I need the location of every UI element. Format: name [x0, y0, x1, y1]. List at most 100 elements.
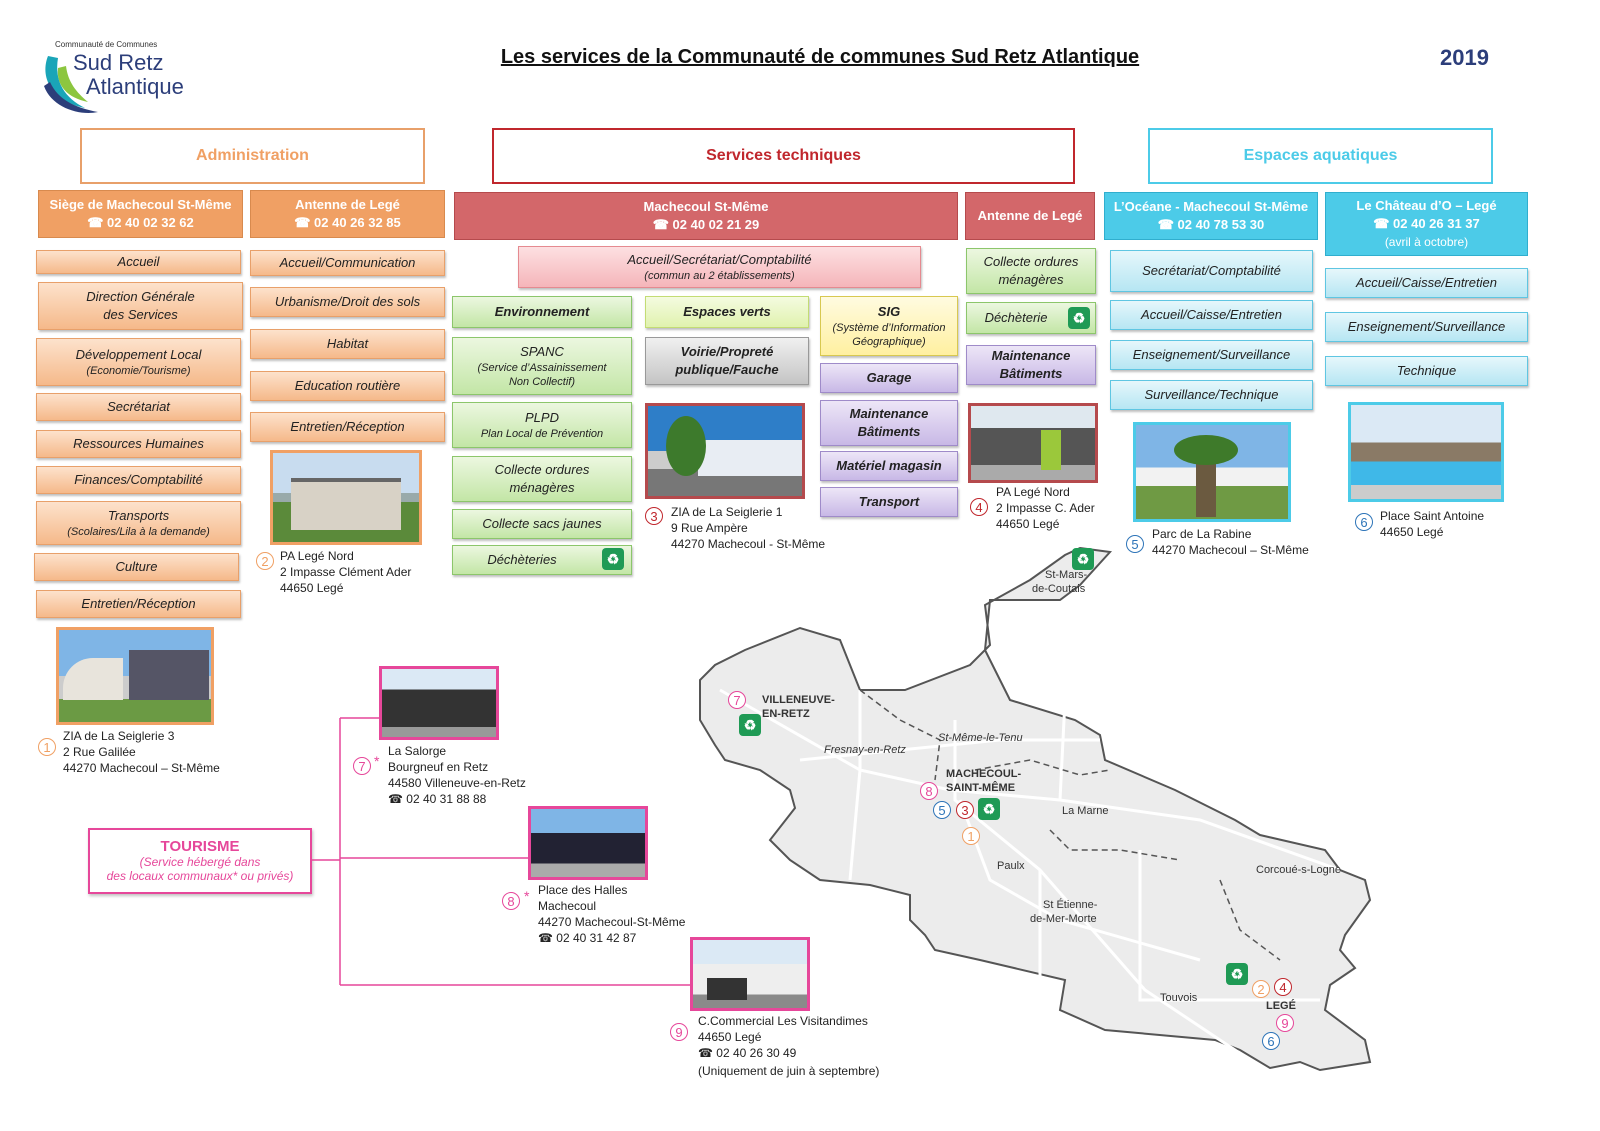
photo-technique	[645, 403, 805, 499]
photo-oceane	[1133, 422, 1291, 522]
siege-item: Entretien/Réception	[36, 590, 241, 618]
map-label-st-mars-2: de-Coutais	[1032, 583, 1086, 595]
number-3-badge: 3	[645, 507, 663, 525]
photo-office-7	[379, 666, 499, 740]
garage-item: Garage	[820, 363, 958, 393]
map-number-6: 6	[1262, 1032, 1280, 1050]
machecoul-tech-header: Machecoul St-Même ☎ 02 40 02 21 29	[454, 192, 958, 240]
number-7-badge: 7	[353, 757, 371, 775]
page-title: Les services de la Communauté de commune…	[500, 46, 1140, 68]
map-label-fresnay: Fresnay-en-Retz	[824, 744, 906, 756]
map-decheterie-icon: ♻	[978, 798, 1000, 820]
logo-line1: Sud Retz	[73, 50, 164, 75]
oceane-item: Secrétariat/Comptabilité	[1110, 250, 1313, 292]
antenne-admin-name: Antenne de Legé	[295, 197, 400, 212]
logo: Communauté de Communes Sud Retz Atlantiq…	[40, 38, 210, 116]
tourisme-desc-2: des locaux communaux* ou privés)	[106, 869, 294, 883]
number-9-badge: 9	[670, 1023, 688, 1041]
map-label-machecoul-2: SAINT-MÊME	[946, 782, 1016, 794]
aquatique-header: Espaces aquatiques	[1148, 128, 1493, 184]
map-number-3: 3	[956, 801, 974, 819]
photo-siege	[56, 627, 214, 725]
antenne-tech-header: Antenne de Legé	[965, 192, 1095, 240]
map-number-9: 9	[1276, 1014, 1294, 1032]
siege-item: Secrétariat	[36, 393, 241, 421]
map-label-st-meme-le-tenu: St-Même-le-Tenu	[938, 732, 1023, 744]
logo-line2: Atlantique	[86, 74, 184, 99]
siege-item: Finances/Comptabilité	[36, 466, 241, 494]
map-number-8: 8	[920, 782, 938, 800]
siege-phone: ☎ 02 40 02 32 62	[87, 215, 194, 230]
chateau-item: Accueil/Caisse/Entretien	[1325, 268, 1528, 298]
siege-item: Développement Local(Economie/Tourisme)	[36, 338, 241, 386]
map-label-la-marne: La Marne	[1062, 805, 1109, 817]
decheterie-icon: ♻	[1068, 307, 1090, 329]
espaces-verts-item: Espaces verts	[645, 296, 809, 328]
map-label-corcoue: Corcoué-s-Logne	[1256, 864, 1341, 876]
oceane-name: L’Océane - Machecoul St-Même	[1113, 199, 1309, 214]
siege-item: Ressources Humaines	[36, 430, 241, 458]
number-8-badge: 8	[502, 892, 520, 910]
tourisme-box: TOURISME (Service hébergé dans des locau…	[88, 828, 312, 894]
accueil-tech: Accueil/Secrétariat/Comptabilité(commun …	[518, 246, 921, 288]
siege-header: Siège de Machecoul St-Même ☎ 02 40 02 32…	[38, 190, 243, 238]
map-number-7: 7	[728, 691, 746, 709]
star-8: *	[524, 888, 530, 904]
siege-item: Accueil	[36, 250, 241, 274]
map-label-st-etienne-2: de-Mer-Morte	[1030, 913, 1097, 925]
map-territory-outline	[699, 546, 1372, 1072]
map-number-4: 4	[1274, 978, 1292, 996]
map-decheterie-icon: ♻	[1072, 548, 1094, 570]
chateau-name: Le Château d’O – Legé	[1356, 198, 1497, 213]
logo-swoosh-icon	[44, 56, 98, 113]
oceane-item: Enseignement/Surveillance	[1110, 340, 1313, 370]
map-number-5: 5	[933, 801, 951, 819]
environnement-item: Environnement	[452, 296, 632, 328]
oceane-item: Accueil/Caisse/Entretien	[1110, 300, 1313, 330]
oceane-phone: ☎ 02 40 78 53 30	[1157, 217, 1265, 232]
map-label-touvois: Touvois	[1160, 992, 1198, 1004]
administration-header: Administration	[80, 128, 425, 184]
oceane-header: L’Océane - Machecoul St-Même ☎ 02 40 78 …	[1104, 192, 1318, 240]
transport-item: Transport	[820, 487, 958, 517]
photo-office-8	[528, 806, 648, 880]
number-5-badge: 5	[1126, 535, 1144, 553]
chateau-item: Technique	[1325, 356, 1528, 386]
sacs-item: Collecte sacs jaunes	[452, 509, 632, 539]
tourisme-desc-1: (Service hébergé dans	[139, 855, 261, 869]
number-1-badge: 1	[38, 738, 56, 756]
antenne-admin-item: Habitat	[250, 329, 445, 359]
chateau-phone: ☎ 02 40 26 31 37	[1373, 216, 1480, 231]
chateau-header: Le Château d’O – Legé ☎ 02 40 26 31 37 (…	[1325, 192, 1528, 256]
number-2-badge: 2	[256, 552, 274, 570]
year: 2019	[1440, 45, 1489, 70]
decheterie-icon: ♻	[602, 548, 624, 570]
tourisme-title: TOURISME	[160, 838, 240, 855]
antenne-admin-phone: ☎ 02 40 26 32 85	[294, 215, 401, 230]
photo-antenne-tech	[968, 403, 1098, 483]
machecoul-tech-phone: ☎ 02 40 02 21 29	[652, 217, 760, 232]
map-label-lege: LEGÉ	[1266, 1000, 1296, 1012]
map-decheterie-icon: ♻	[739, 714, 761, 736]
machecoul-tech-name: Machecoul St-Même	[643, 199, 769, 214]
map-label-villeneuve: VILLENEUVE-	[762, 694, 835, 706]
logo-top-text: Communauté de Communes	[55, 40, 158, 49]
map-label-st-mars: St-Mars-	[1045, 569, 1088, 581]
antenne-admin-item: Accueil/Communication	[250, 250, 445, 276]
materiel-item: Matériel magasin	[820, 451, 958, 481]
